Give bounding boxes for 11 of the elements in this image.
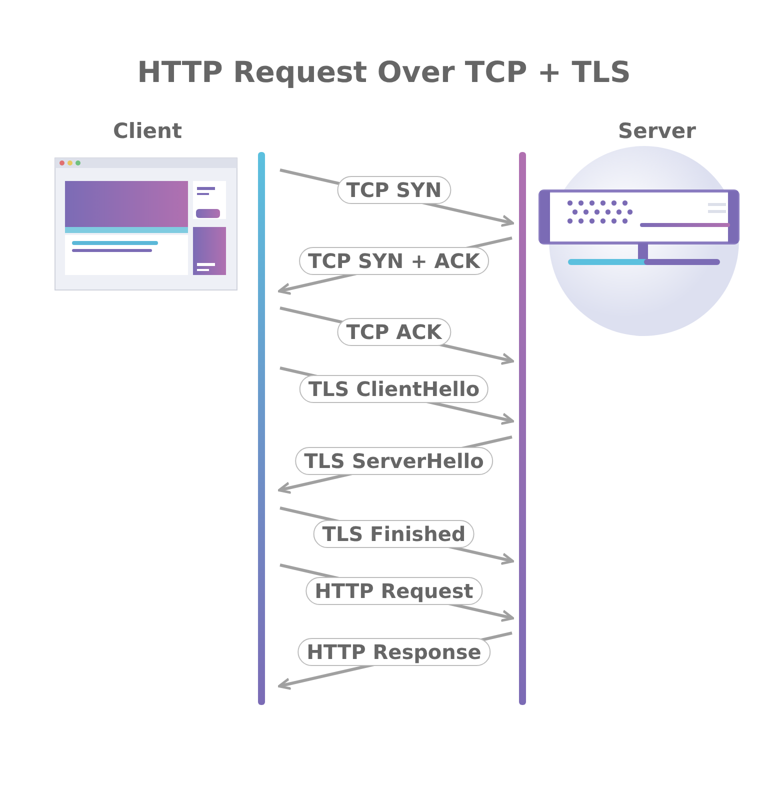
edge-label: TLS Finished	[313, 520, 475, 548]
edge-label: TLS ClientHello	[299, 375, 489, 403]
edge-label: TCP SYN + ACK	[299, 247, 489, 275]
edge-label: TCP ACK	[337, 318, 451, 346]
edge-label: TLS ServerHello	[295, 447, 493, 475]
lifeline-heading: Server	[616, 119, 697, 143]
diagram-title: HTTP Request Over TCP + TLS	[136, 55, 632, 89]
edge-label: HTTP Response	[298, 638, 490, 666]
edge-label: TCP SYN	[337, 176, 451, 204]
edge-label: HTTP Request	[306, 577, 482, 605]
lifeline-heading: Client	[112, 119, 184, 143]
